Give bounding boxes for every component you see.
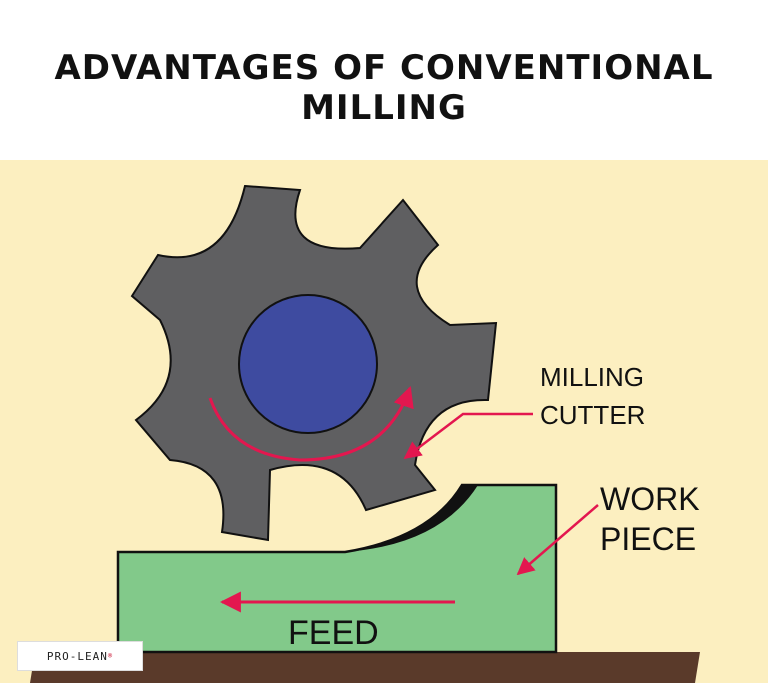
- logo-text: PRO-LEAN: [46, 649, 108, 663]
- milling-label-line1: MILLING: [540, 362, 644, 392]
- milling-label-line2: CUTTER: [540, 400, 645, 430]
- page-title: ADVANTAGES OF CONVENTIONAL MILLING: [54, 48, 714, 128]
- workpiece-label-line1: WORK: [600, 481, 700, 517]
- brand-logo: PRO-LEAN®: [17, 641, 143, 671]
- workpiece-pointer-arrow: [516, 504, 599, 576]
- rotation-arrow: [208, 386, 414, 462]
- milling-diagram: MILLING CUTTER WORK PIECE FEED: [0, 160, 768, 683]
- cutter-hub: [238, 294, 378, 434]
- feed-label: FEED: [288, 614, 379, 652]
- workpiece-label-line2: PIECE: [600, 521, 696, 557]
- cutter-pointer-arrow: [403, 412, 533, 460]
- machine-base: [30, 652, 700, 683]
- chip: [345, 485, 478, 552]
- registered-mark: ®: [107, 652, 114, 660]
